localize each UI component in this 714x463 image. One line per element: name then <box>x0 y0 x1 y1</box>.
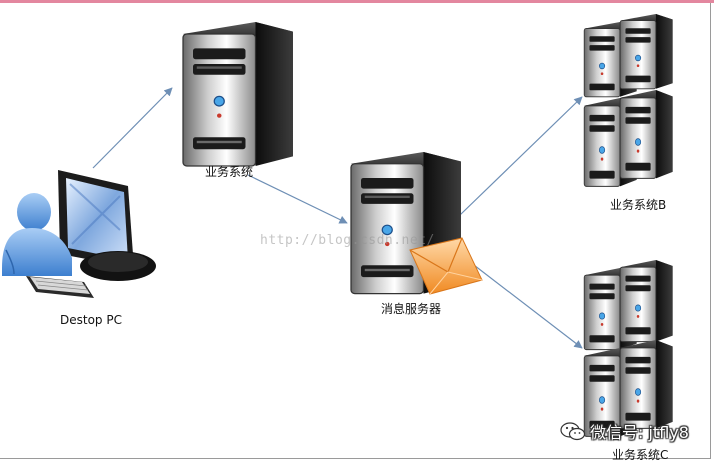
wechat-id-text: 微信号: jtfly8 <box>590 423 689 442</box>
wechat-icon <box>560 422 586 441</box>
edge-message-server-to-system-c <box>469 261 583 349</box>
blog-watermark: http://blog.csdn.net/ <box>260 233 435 248</box>
business-system-b-server-cluster-icon <box>583 13 674 188</box>
wechat-badge: 微信号: jtfly8 <box>560 421 689 442</box>
edges <box>92 87 583 349</box>
top-border <box>0 0 714 3</box>
edge-message-server-to-system-b <box>459 96 583 216</box>
desktop-pc-icon <box>2 170 156 298</box>
business-system-c-label: 业务系统C <box>612 448 669 462</box>
business-system-c-server-cluster-icon <box>583 259 674 438</box>
image-frame <box>0 3 711 459</box>
desktop-pc-label: Destop PC <box>60 313 122 327</box>
edge-pc-to-business-system <box>92 87 173 169</box>
edge-business-system-to-message-server <box>247 174 348 224</box>
business-system-b-label: 业务系统B <box>610 198 667 212</box>
envelope-icon <box>409 237 483 295</box>
business-system-server-icon <box>182 21 294 167</box>
business-system-label: 业务系统 <box>205 165 254 179</box>
message-server-label: 消息服务器 <box>381 302 442 316</box>
